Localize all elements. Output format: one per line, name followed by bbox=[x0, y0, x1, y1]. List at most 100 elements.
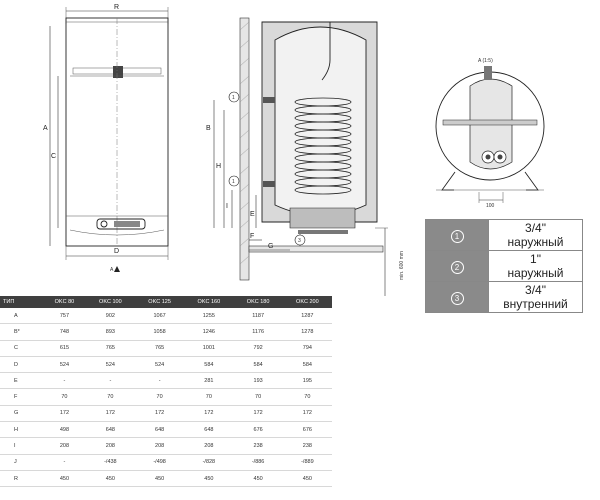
table-cell: 584 bbox=[282, 356, 332, 374]
table-header-cell: OKC 200 bbox=[282, 296, 332, 308]
legend-symbol: 2 bbox=[450, 260, 464, 274]
table-cell: 1278 bbox=[282, 323, 332, 341]
table-cell: 208 bbox=[43, 437, 86, 455]
table-cell: 450 bbox=[184, 470, 234, 488]
table-cell: 1058 bbox=[134, 323, 185, 341]
table-cell: 450 bbox=[134, 470, 185, 488]
dim-label-d: D bbox=[114, 248, 119, 255]
table-cell: 450 bbox=[43, 470, 86, 488]
table-cell: 498 bbox=[43, 421, 86, 439]
table-cell: 648 bbox=[184, 421, 234, 439]
legend-thread-type: наружный bbox=[507, 266, 564, 280]
table-cell: 1067 bbox=[134, 308, 185, 325]
min-clearance-label: min. 600 mm bbox=[399, 251, 405, 280]
table-cell: 208 bbox=[134, 437, 185, 455]
detail-view-a: A (1:5) 100 bbox=[435, 58, 545, 209]
table-cell: 524 bbox=[134, 356, 185, 374]
table-cell: 794 bbox=[282, 340, 332, 357]
view-arrow-label: A bbox=[110, 267, 114, 273]
legend-row: 3 3/4"внутренний bbox=[425, 281, 583, 313]
legend-text-cell: 1"наружный bbox=[488, 250, 583, 282]
table-cell: 524 bbox=[43, 356, 86, 374]
table-cell: 450 bbox=[233, 470, 283, 488]
table-cell: 172 bbox=[282, 405, 332, 423]
dim-label-r: R bbox=[114, 4, 119, 11]
legend-thread-type: внутренний bbox=[503, 297, 568, 311]
table-cell: 584 bbox=[233, 356, 283, 374]
table-cell: 524 bbox=[85, 356, 135, 374]
table-cell: 902 bbox=[85, 308, 135, 325]
table-cell: 1255 bbox=[184, 308, 234, 325]
table-cell: -/889 bbox=[282, 454, 332, 471]
table-cell: -/498 bbox=[134, 454, 185, 471]
dim-label-h: H bbox=[216, 163, 221, 170]
table-row-label: R bbox=[0, 470, 44, 488]
table-row-label: A bbox=[0, 308, 44, 325]
legend-size: 3/4" bbox=[525, 283, 546, 297]
table-cell: 757 bbox=[43, 308, 86, 325]
table-row-label: D bbox=[0, 356, 44, 374]
table-row-label: J bbox=[0, 454, 44, 471]
table-cell: 584 bbox=[184, 356, 234, 374]
table-cell: 450 bbox=[85, 470, 135, 488]
dim-label-c: C bbox=[51, 153, 56, 160]
table-cell: 238 bbox=[233, 437, 283, 455]
table-row-label: E bbox=[0, 372, 44, 390]
table-cell: 1287 bbox=[282, 308, 332, 325]
table-cell: 208 bbox=[85, 437, 135, 455]
table-row-label: I bbox=[0, 437, 44, 455]
table-row-label: F bbox=[0, 388, 44, 406]
dim-label-f: F bbox=[250, 233, 254, 240]
technical-drawing: R A C D A bbox=[43, 4, 545, 296]
table-cell: 172 bbox=[233, 405, 283, 423]
dim-label-i: I bbox=[226, 203, 228, 210]
table-cell: 615 bbox=[43, 340, 86, 357]
legend-size: 3/4" bbox=[525, 221, 546, 235]
table-cell: 208 bbox=[184, 437, 234, 455]
table-cell: 765 bbox=[85, 340, 135, 357]
front-view: R A C D A bbox=[43, 4, 169, 273]
table-cell: 450 bbox=[282, 470, 332, 488]
detail-label: A (1:5) bbox=[478, 58, 493, 64]
table-cell: -/886 bbox=[233, 454, 283, 471]
table-cell: 195 bbox=[282, 372, 332, 390]
table-cell: 765 bbox=[134, 340, 185, 357]
table-cell: 648 bbox=[85, 421, 135, 439]
table-row-label: G bbox=[0, 405, 44, 423]
table-row-label: C bbox=[0, 340, 44, 357]
table-cell: 70 bbox=[43, 388, 86, 406]
table-cell: 70 bbox=[85, 388, 135, 406]
table-row: J--/438-/498-/828-/886-/889 bbox=[0, 454, 332, 471]
table-row-label: B* bbox=[0, 323, 44, 341]
legend-size: 1" bbox=[530, 252, 541, 266]
legend-text-cell: 3/4"внутренний bbox=[488, 281, 583, 313]
dim-label-b: B bbox=[206, 125, 211, 132]
table-cell: 193 bbox=[233, 372, 283, 390]
callout-1: 1 bbox=[232, 95, 235, 101]
table-cell: 1187 bbox=[233, 308, 283, 325]
dim-label-e: E bbox=[250, 211, 255, 218]
table-header-cell: ТИП bbox=[0, 296, 44, 308]
table-header-cell: OKC 80 bbox=[43, 296, 86, 308]
table-cell: 893 bbox=[85, 323, 135, 341]
table-cell: 1001 bbox=[184, 340, 234, 357]
table-cell: 70 bbox=[134, 388, 185, 406]
legend-symbol: 3 bbox=[450, 291, 464, 305]
table-cell: 172 bbox=[85, 405, 135, 423]
table-cell: 172 bbox=[43, 405, 86, 423]
dim-label-a: A bbox=[43, 125, 48, 132]
table-cell: 172 bbox=[134, 405, 185, 423]
section-view: 1 1 3 B H I E F G min. 600 mm bbox=[206, 17, 405, 296]
table-cell: - bbox=[134, 372, 185, 390]
table-cell: 648 bbox=[134, 421, 185, 439]
legend-symbol-cell: 1 bbox=[425, 219, 489, 251]
